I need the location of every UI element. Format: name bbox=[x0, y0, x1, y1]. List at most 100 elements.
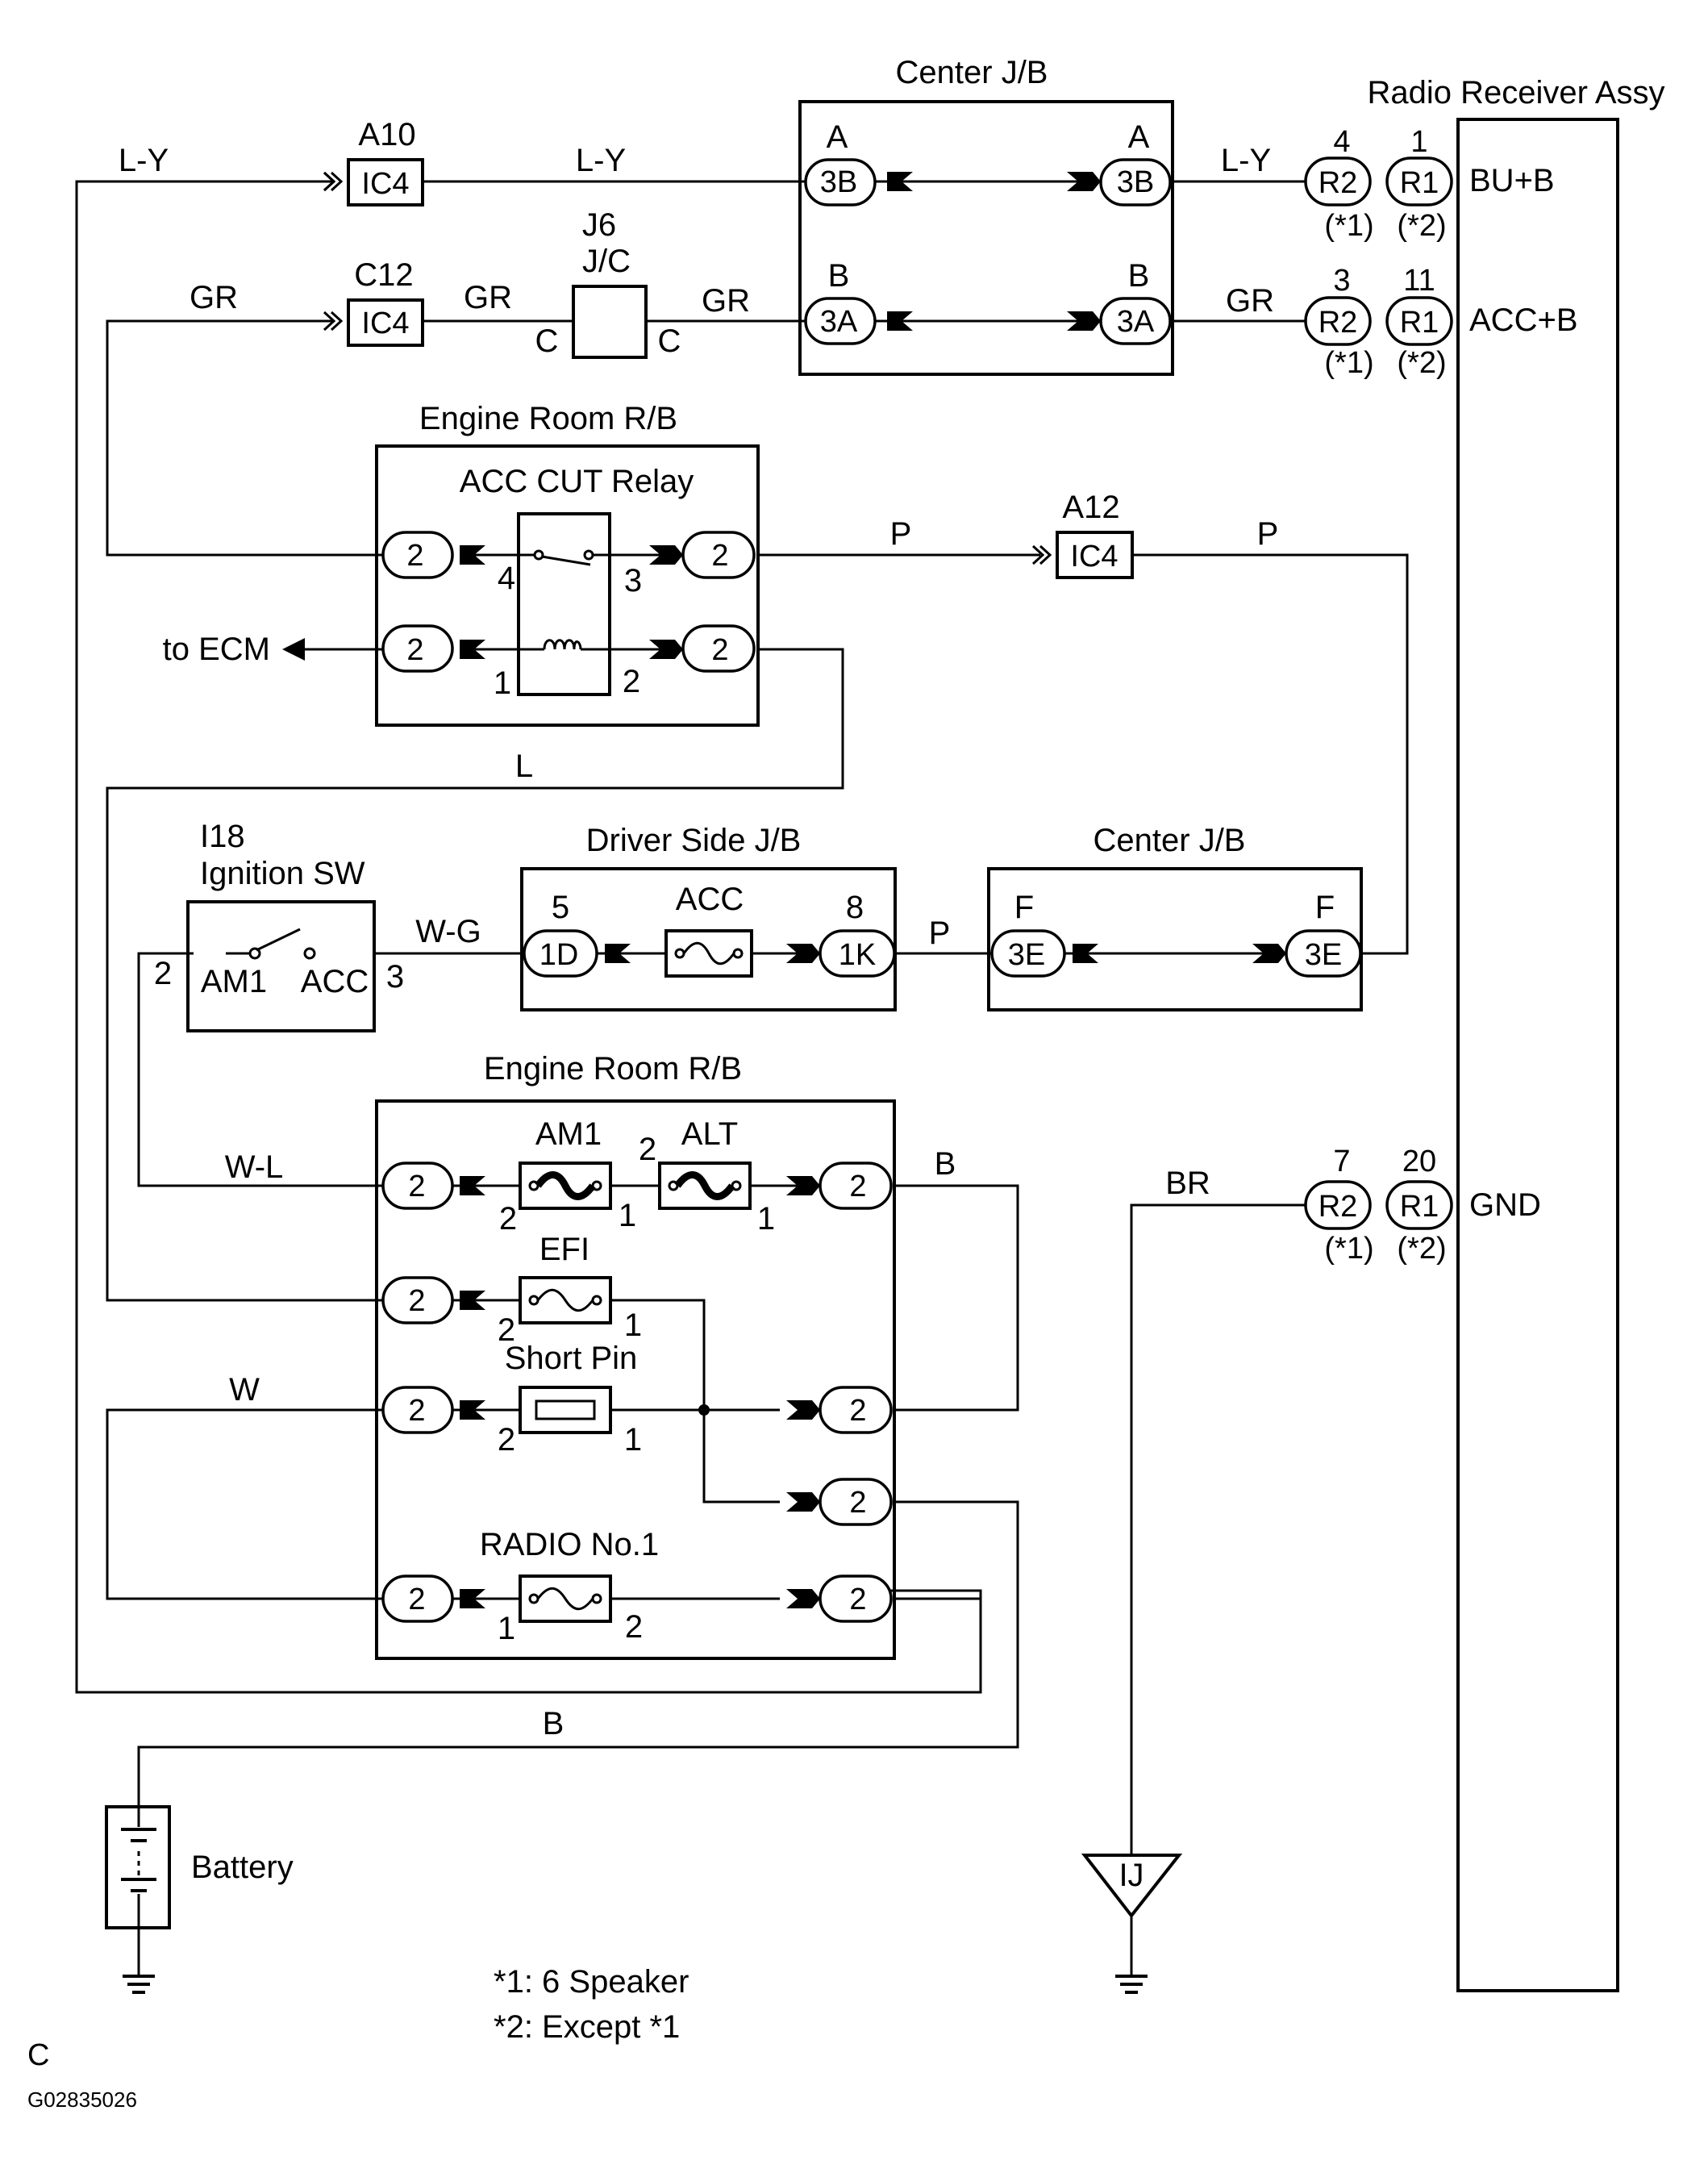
pin-1k-text: 1K bbox=[839, 938, 876, 972]
fuse-alt-icon bbox=[658, 1162, 752, 1210]
pin-3a-left bbox=[804, 297, 877, 345]
efi-num-2: 2 bbox=[498, 1312, 515, 1348]
radio-gnd-r1: R1 bbox=[1400, 1190, 1439, 1224]
fuse-efi-icon bbox=[519, 1276, 612, 1324]
chev-bus bbox=[786, 1492, 820, 1512]
efi-num-1: 1 bbox=[624, 1308, 642, 1343]
pin-3e-right-text: 3E bbox=[1305, 938, 1342, 972]
alt-num-2: 2 bbox=[639, 1132, 656, 1167]
jc-pin-left: C bbox=[535, 323, 559, 359]
terminal-gnd: GND bbox=[1469, 1187, 1541, 1223]
wire-label-l: L bbox=[515, 749, 533, 784]
wires bbox=[75, 180, 1409, 1975]
pin-radio-left-text: 2 bbox=[408, 1583, 425, 1616]
radio-bu-r1-num: 1 bbox=[1410, 125, 1427, 159]
wire-label-gr-right: GR bbox=[1226, 283, 1274, 319]
fuse-alt-label: ALT bbox=[681, 1116, 738, 1152]
pin-b-right: B bbox=[1128, 258, 1150, 294]
fuse-radio-label: RADIO No.1 bbox=[480, 1527, 659, 1562]
radio-gnd-r1-num: 20 bbox=[1402, 1145, 1436, 1178]
chev-efi bbox=[460, 1291, 485, 1310]
chev-radio-r bbox=[786, 1589, 820, 1608]
wire-label-p-right: P bbox=[1257, 516, 1279, 552]
wire-label-p-mid: P bbox=[929, 915, 951, 951]
ic4-c12-text: IC4 bbox=[361, 307, 409, 340]
wire-label-gr-left: GR bbox=[190, 280, 238, 315]
wire-label-br: BR bbox=[1165, 1166, 1210, 1201]
center-jb-mid-label: Center J/B bbox=[1094, 823, 1246, 858]
pin-efi-left-text: 2 bbox=[408, 1284, 425, 1318]
radio-acc-r1-num: 11 bbox=[1403, 264, 1435, 298]
pin-relay-2 bbox=[681, 624, 756, 673]
pin-am1-left bbox=[381, 1162, 454, 1210]
chev-r2 bbox=[649, 640, 683, 659]
radio-fuse-num-2: 2 bbox=[625, 1609, 643, 1645]
chev-am1 bbox=[460, 1176, 485, 1195]
wire-label-b-top: B bbox=[935, 1146, 956, 1182]
wire-label-l-y-right: L-Y bbox=[1221, 143, 1271, 178]
pin-r1-gnd bbox=[1385, 1180, 1453, 1230]
pin-3b-left bbox=[804, 158, 877, 206]
short-num-2: 2 bbox=[498, 1422, 515, 1458]
wire-efi-bus bbox=[610, 1299, 780, 1504]
wire-label-gr-mid: GR bbox=[464, 280, 512, 315]
pin-r2-acc bbox=[1304, 296, 1372, 346]
wire-label-w-g: W-G bbox=[415, 914, 481, 949]
alt-num-1: 1 bbox=[757, 1201, 775, 1237]
drv-num-5: 5 bbox=[552, 890, 569, 925]
pin-r1-bu bbox=[1385, 156, 1453, 206]
radio-gnd-r2: R2 bbox=[1318, 1190, 1358, 1224]
engine-room-rb-bottom-label: Engine Room R/B bbox=[484, 1051, 742, 1086]
pin-3e-left bbox=[990, 929, 1066, 978]
radio-bu-r1: R1 bbox=[1400, 166, 1439, 200]
pin-am1-left-text: 2 bbox=[408, 1170, 425, 1203]
ground-ij-icon bbox=[1081, 1854, 1183, 1994]
footnote-1: *1: 6 Speaker bbox=[494, 1964, 689, 2000]
pin-r1-acc bbox=[1385, 296, 1453, 346]
ignition-sw-label: Ignition SW bbox=[200, 856, 365, 891]
radio-gnd-note2: (*2) bbox=[1397, 1232, 1446, 1266]
pin-relay-1 bbox=[381, 624, 454, 673]
radio-acc-r2-num: 3 bbox=[1333, 264, 1350, 298]
ic4-c12-marker-path bbox=[323, 311, 344, 332]
pin-r2-bu bbox=[1304, 156, 1372, 206]
wire-br bbox=[1130, 1203, 1306, 1855]
relay-num-1: 1 bbox=[494, 665, 511, 701]
pin-short-left bbox=[381, 1386, 454, 1434]
chev-3e-r bbox=[1252, 944, 1286, 963]
ground-icon bbox=[123, 1975, 155, 1994]
ign-pin-2: 2 bbox=[154, 956, 172, 991]
wire-l bbox=[106, 648, 844, 1302]
short-num-1: 1 bbox=[624, 1422, 642, 1458]
diagram-text: Center J/B Radio Receiver Assy Engine Ro… bbox=[27, 55, 1665, 2112]
pin-relay-1-text: 2 bbox=[406, 633, 423, 667]
radio-acc-r1: R1 bbox=[1400, 306, 1439, 340]
radio-receiver-label: Radio Receiver Assy bbox=[1367, 75, 1664, 111]
wire-label-l-y-left: L-Y bbox=[119, 143, 169, 178]
chev-short-l bbox=[460, 1400, 485, 1420]
driver-side-jb-box bbox=[520, 867, 897, 1011]
center-jb-mid-box bbox=[987, 867, 1363, 1011]
wire-l-y-left bbox=[75, 180, 982, 1694]
ign-pin-3: 3 bbox=[386, 959, 404, 995]
radio-bu-r2: R2 bbox=[1318, 166, 1358, 200]
engine-room-rb-top-label: Engine Room R/B bbox=[419, 401, 677, 436]
a10-label: A10 bbox=[358, 117, 415, 152]
wire-label-w-l: W-L bbox=[225, 1149, 284, 1185]
chev-3b-r bbox=[1067, 172, 1101, 191]
wire-b-right-top bbox=[895, 1184, 1019, 1412]
pin-bus-right-text: 2 bbox=[849, 1486, 866, 1520]
am1-num-1: 1 bbox=[619, 1198, 636, 1233]
relay-num-2: 2 bbox=[623, 664, 640, 699]
pin-relay-4-text: 2 bbox=[406, 539, 423, 573]
pin-relay-2-text: 2 bbox=[711, 633, 728, 667]
radio-gnd-r2-num: 7 bbox=[1333, 1145, 1350, 1178]
short-pin-label: Short Pin bbox=[505, 1341, 638, 1376]
ignition-switch-icon bbox=[248, 928, 316, 960]
battery-icon bbox=[105, 1805, 171, 1929]
jc-box bbox=[572, 285, 648, 359]
pin-3a-right-text: 3A bbox=[1117, 305, 1155, 339]
am1-num-2: 2 bbox=[499, 1201, 517, 1237]
pin-b-left: B bbox=[828, 258, 850, 294]
pin-a-left: A bbox=[827, 119, 848, 155]
